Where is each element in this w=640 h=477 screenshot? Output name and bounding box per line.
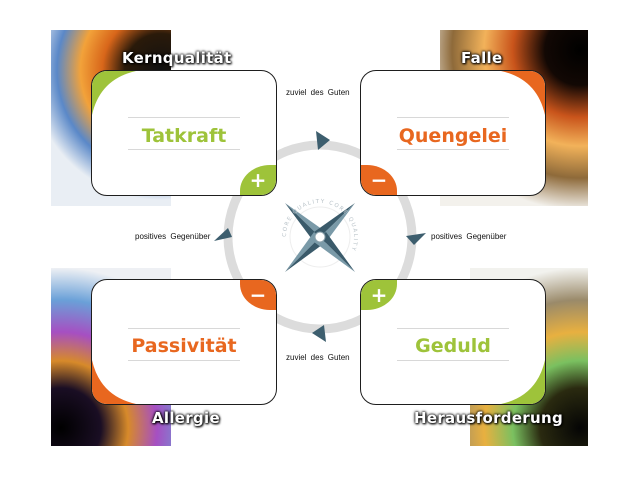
arrow-right-icon — [406, 233, 426, 245]
card-word-passivitaet: Passivität — [131, 335, 237, 357]
card-geduld: + Geduld — [360, 279, 546, 405]
arrow-top-icon — [316, 131, 330, 150]
corner-triangle-decoration — [501, 360, 545, 404]
corner-triangle-decoration — [501, 71, 545, 115]
corner-triangle-decoration — [92, 360, 136, 404]
corner-title-kernqualitaet: Kernqualität — [122, 49, 232, 67]
card-quengelei: Quengelei − — [360, 70, 546, 196]
corner-triangle-decoration — [92, 71, 136, 115]
edge-label-left: positives Gegenüber — [133, 232, 213, 241]
edge-label-bottom: zuviel des Guten — [284, 353, 352, 362]
card-word-tatkraft: Tatkraft — [141, 125, 227, 147]
svg-text:CORE QUALITY CORE QUALITY: CORE QUALITY CORE QUALITY — [282, 199, 358, 252]
edge-label-right: positives Gegenüber — [429, 232, 509, 241]
compass-star-icon — [285, 203, 355, 272]
card-tatkraft: Tatkraft + — [91, 70, 277, 196]
plus-icon: + — [240, 165, 276, 195]
plus-icon: + — [361, 280, 397, 310]
minus-icon: − — [361, 165, 397, 195]
corner-title-falle: Falle — [461, 49, 503, 67]
card-word-geduld: Geduld — [415, 335, 491, 357]
compass-text: CORE QUALITY CORE QUALITY — [282, 199, 358, 252]
card-passivitaet: − Passivität — [91, 279, 277, 405]
card-word-quengelei: Quengelei — [398, 125, 508, 147]
corner-title-allergie: Allergie — [152, 409, 220, 427]
arrow-bottom-icon — [312, 325, 326, 342]
minus-icon: − — [240, 280, 276, 310]
corner-title-herausforderung: Herausforderung — [414, 409, 563, 427]
arrow-left-icon — [214, 228, 232, 241]
edge-label-top: zuviel des Guten — [284, 88, 352, 97]
